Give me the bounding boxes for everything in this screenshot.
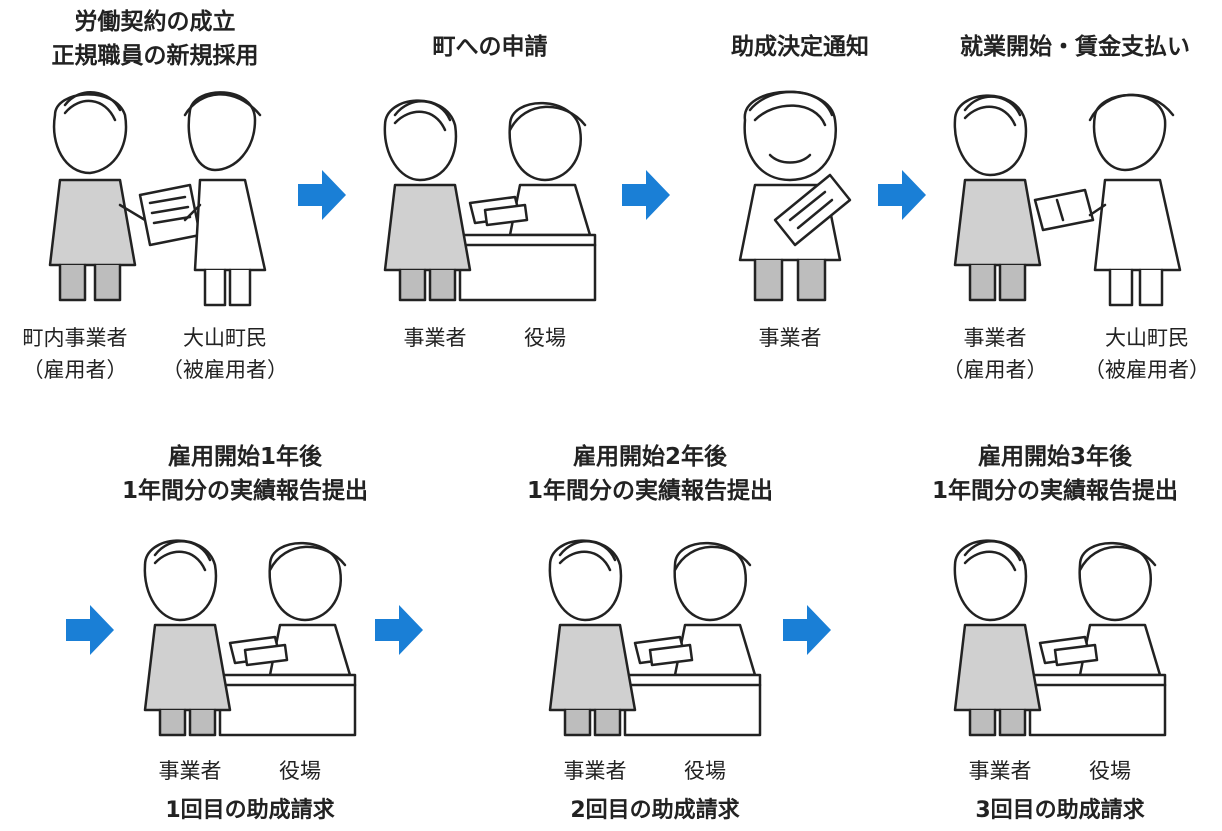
report2-footer: 2回目の助成請求	[570, 798, 740, 823]
step1-right-role: （被雇用者）	[162, 358, 288, 382]
step3-title: 助成決定通知	[731, 34, 869, 60]
right-arrow-icon	[298, 170, 346, 220]
step1-right-label: 大山町民 （被雇用者）	[150, 322, 300, 386]
step4-right-role: （被雇用者）	[1084, 358, 1210, 382]
report3-title-line1: 雇用開始3年後	[977, 444, 1132, 470]
report3-left-label: 事業者	[968, 759, 1032, 783]
report3-footer: 3回目の助成請求	[975, 798, 1145, 823]
report2-title: 雇用開始2年後 1年間分の実績報告提出	[490, 440, 810, 508]
report2-title-line1: 雇用開始2年後	[572, 444, 727, 470]
right-arrow-icon	[66, 605, 114, 655]
report1-left-label: 事業者	[158, 759, 222, 783]
report3-title-line2: 1年間分の実績報告提出	[931, 478, 1178, 504]
step4-title: 就業開始・賃金支払い	[960, 34, 1190, 60]
step2-right-label: 役場	[524, 326, 566, 350]
report2-left-label: 事業者	[563, 759, 627, 783]
step1-title-line2: 正規職員の新規採用	[51, 43, 259, 69]
report1-title-line1: 雇用開始1年後	[167, 444, 322, 470]
step4-left-label: 事業者 （雇用者）	[930, 322, 1060, 386]
decision-notice-illustration	[738, 90, 852, 302]
report1-title-line2: 1年間分の実績報告提出	[121, 478, 368, 504]
step1-left-role: （雇用者）	[22, 358, 128, 382]
right-arrow-icon	[622, 170, 670, 220]
right-arrow-icon	[375, 605, 423, 655]
step4-right-label: 大山町民 （被雇用者）	[1072, 322, 1222, 386]
report-submission-illustration	[143, 539, 357, 737]
report-submission-illustration	[548, 539, 762, 737]
step1-left-label: 町内事業者 （雇用者）	[0, 322, 150, 386]
report1-footer: 1回目の助成請求	[165, 798, 335, 823]
step4-left-name: 事業者	[963, 326, 1027, 350]
step1-left-name: 町内事業者	[22, 326, 128, 350]
step2-title: 町への申請	[432, 34, 548, 60]
application-desk-illustration	[383, 99, 597, 302]
wage-payment-illustration	[953, 93, 1182, 307]
report3-title: 雇用開始3年後 1年間分の実績報告提出	[895, 440, 1215, 508]
report1-right-label: 役場	[279, 759, 321, 783]
step1-title: 労働契約の成立 正規職員の新規採用	[20, 5, 290, 73]
step1-title-line1: 労働契約の成立	[74, 9, 236, 35]
step1-right-name: 大山町民	[183, 326, 267, 350]
report2-title-line2: 1年間分の実績報告提出	[526, 478, 773, 504]
report2-right-label: 役場	[684, 759, 726, 783]
report-submission-illustration	[953, 539, 1167, 737]
step4-right-name: 大山町民	[1105, 326, 1189, 350]
step4-left-role: （雇用者）	[942, 358, 1048, 382]
report1-title: 雇用開始1年後 1年間分の実績報告提出	[85, 440, 405, 508]
right-arrow-icon	[783, 605, 831, 655]
handshake-contract-illustration	[48, 91, 267, 307]
right-arrow-icon	[878, 170, 926, 220]
step2-left-label: 事業者	[403, 326, 467, 350]
step3-label: 事業者	[758, 326, 822, 350]
report3-right-label: 役場	[1089, 759, 1131, 783]
